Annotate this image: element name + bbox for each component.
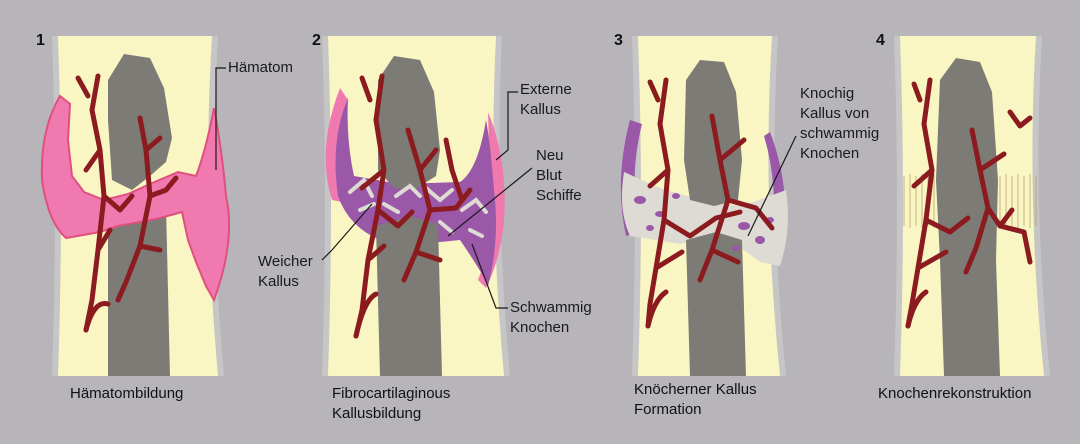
label-line: schwammig <box>800 125 880 142</box>
panel-2-number: 2 <box>312 32 321 49</box>
label-bony-callus: Knochig Kallus von schwammig Knochen <box>800 84 879 164</box>
panel-1-illustration <box>40 36 231 376</box>
label-line: Knochen <box>510 319 570 336</box>
label-hematom: Hämatom <box>228 58 293 78</box>
label-line: Kallus von <box>800 105 870 122</box>
label-line: Kallus <box>520 101 561 118</box>
label-line: Neu <box>536 147 564 164</box>
caption-line: Kallusbildung <box>332 405 422 422</box>
caption-line: Knöcherner Kallus <box>634 381 757 398</box>
label-soft-callus: Weicher Kallus <box>258 252 313 292</box>
label-line: Weicher <box>258 253 313 270</box>
label-line: Knochig <box>800 85 855 102</box>
label-spongy-bone: Schwammig Knochen <box>510 298 592 338</box>
panel-4-illustration <box>894 36 1050 376</box>
label-line: Schwammig <box>510 299 592 316</box>
caption-line: Fibrocartilaginous <box>332 385 451 402</box>
panel-1-number: 1 <box>36 32 45 49</box>
hematoma-region <box>40 94 231 303</box>
caption-line: Formation <box>634 401 702 418</box>
label-external-callus: Externe Kallus <box>520 80 572 120</box>
panel-3-caption: Knöcherner Kallus Formation <box>634 380 757 420</box>
label-line: Knochen <box>800 145 860 162</box>
panel-4-number: 4 <box>876 32 885 49</box>
label-line: Kallus <box>258 273 299 290</box>
caption-line: Knochenrekonstruktion <box>878 385 1032 402</box>
panel-3-number: 3 <box>614 32 623 49</box>
panel-2-caption: Fibrocartilaginous Kallusbildung <box>332 384 450 424</box>
label-line: Hämatom <box>228 59 294 76</box>
label-line: Blut <box>536 167 562 184</box>
label-line: Schiffe <box>536 187 582 204</box>
panel-1-caption: Hämatombildung <box>70 384 183 404</box>
label-line: Externe <box>520 81 572 98</box>
panel-3-illustration <box>620 36 797 376</box>
caption-line: Hämatombildung <box>70 385 184 402</box>
panel-4-caption: Knochenrekonstruktion <box>878 384 1031 404</box>
label-new-vessels: Neu Blut Schiffe <box>536 146 582 206</box>
panel-2-illustration <box>321 36 533 376</box>
